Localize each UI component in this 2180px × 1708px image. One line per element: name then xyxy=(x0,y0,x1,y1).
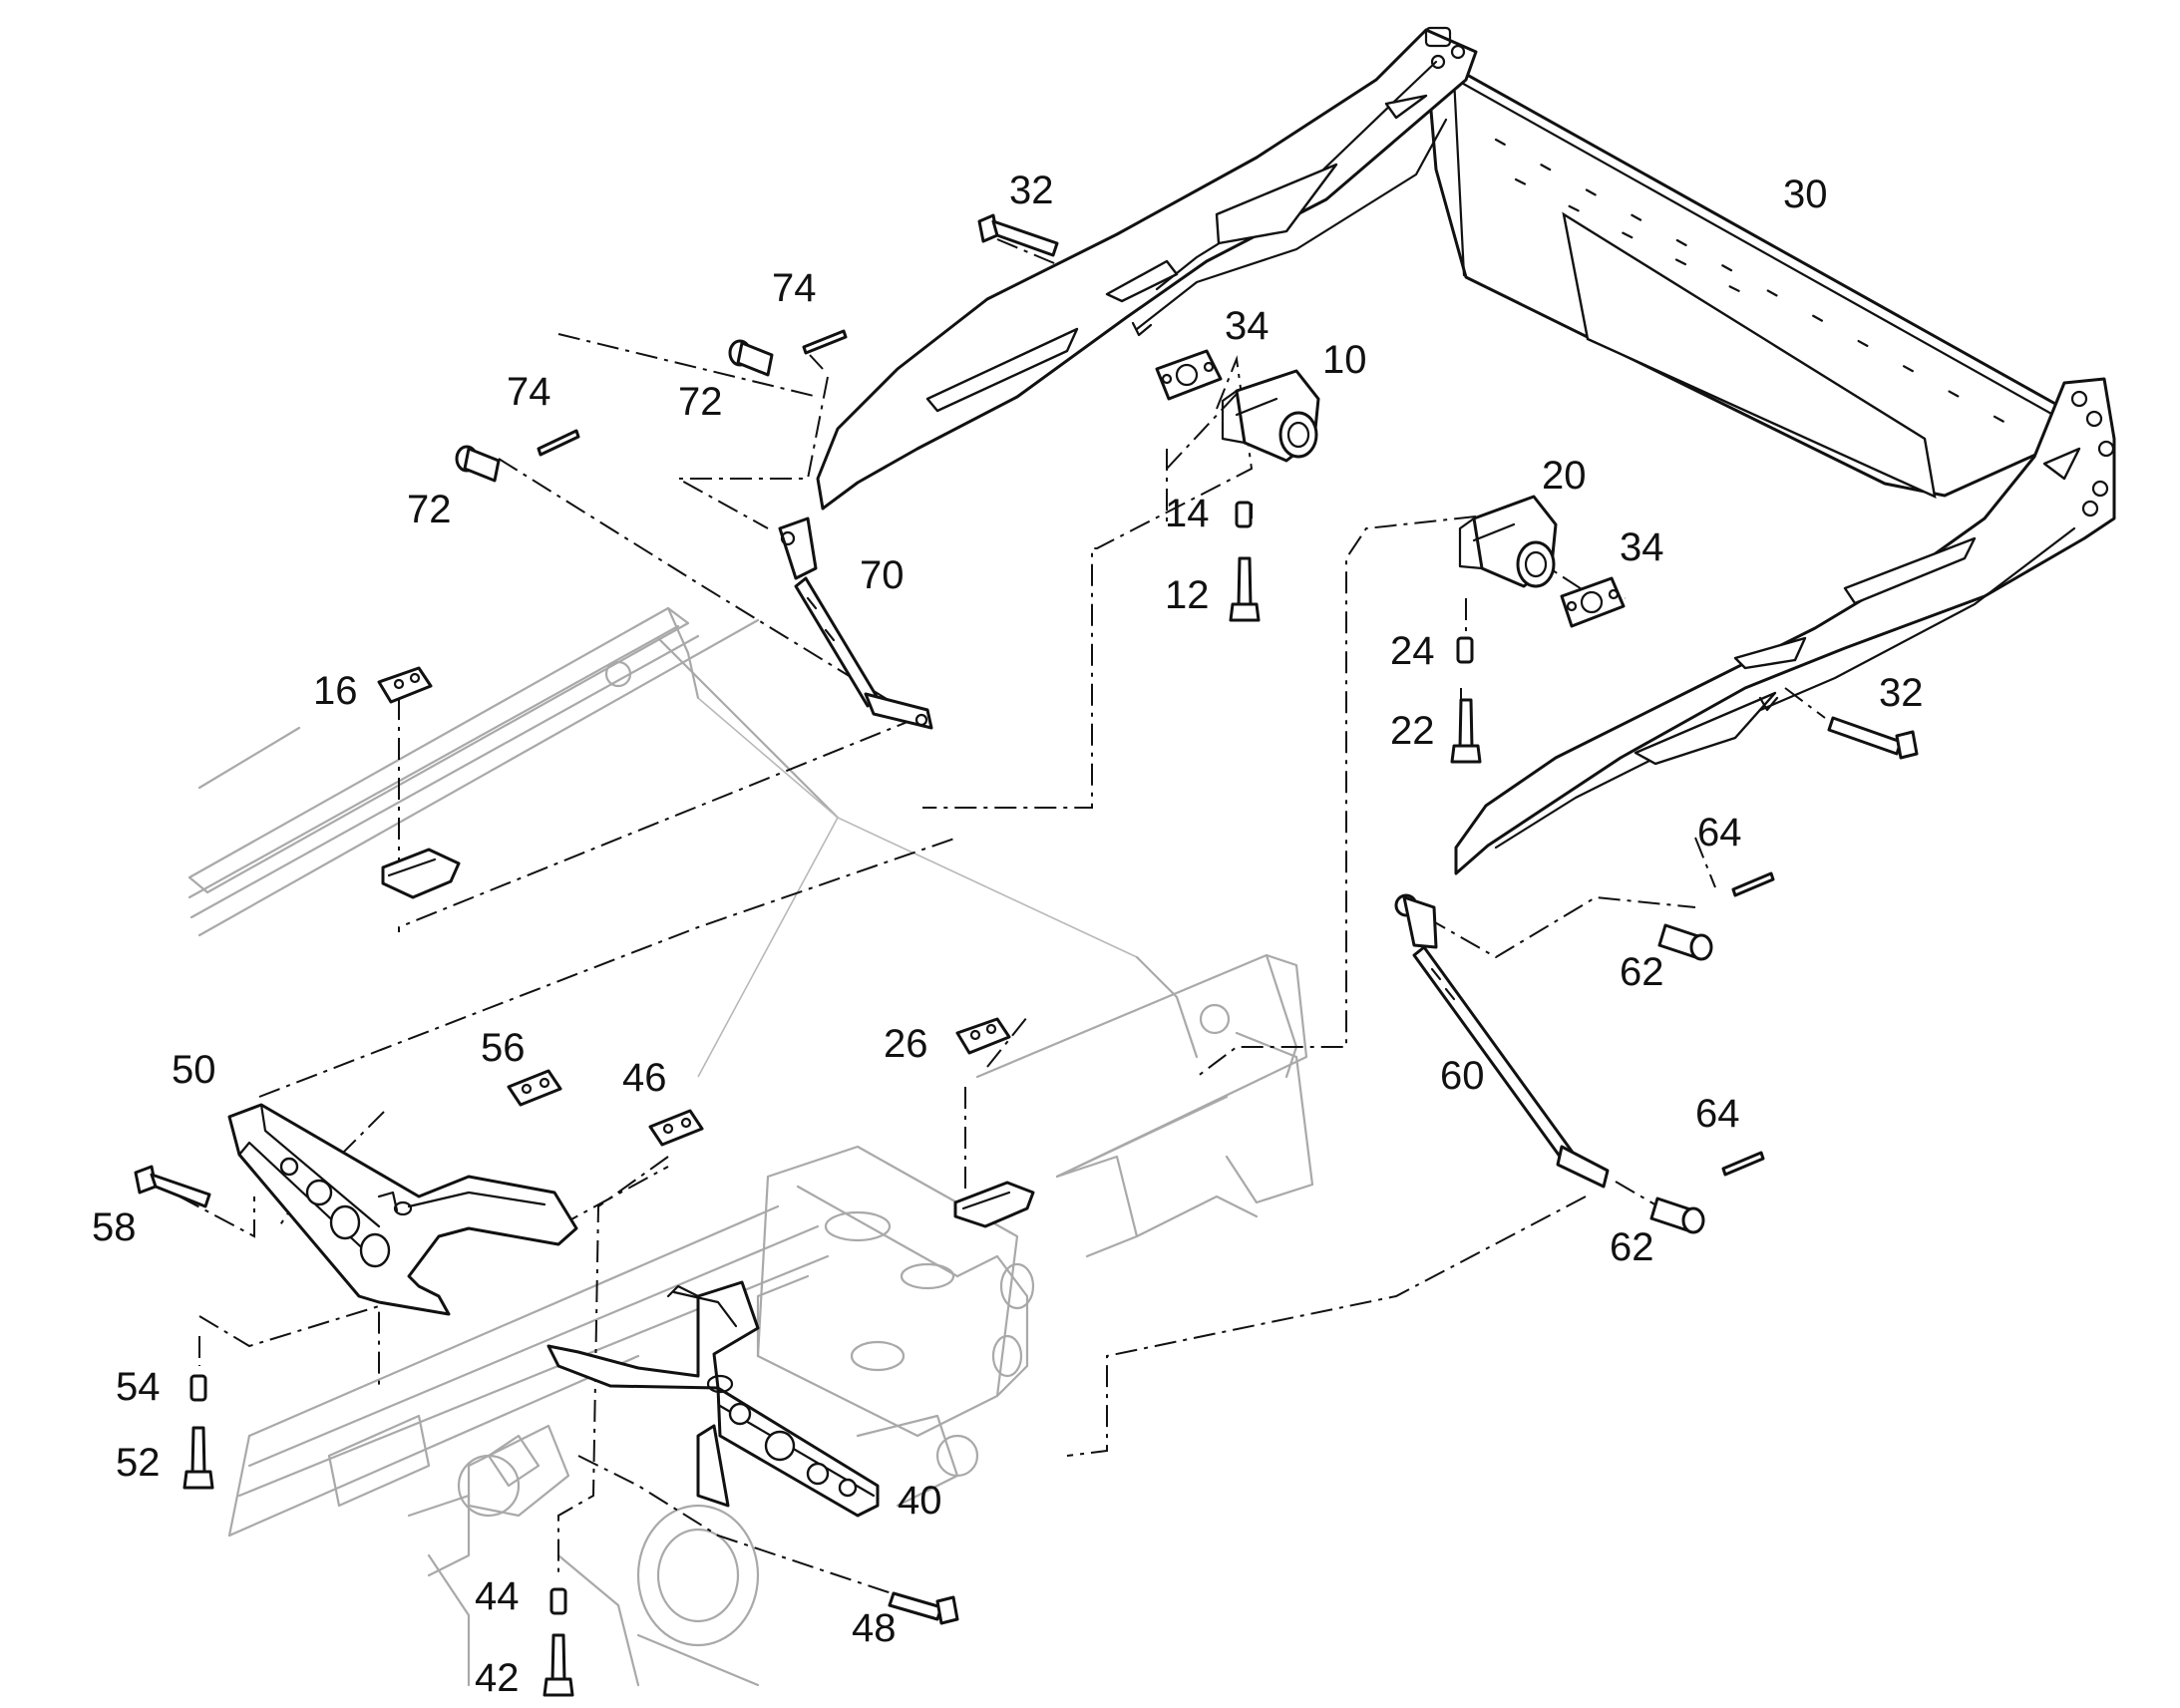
part-58-bolt xyxy=(134,1165,211,1208)
callout-10: 10 xyxy=(1322,338,1367,382)
callout-70: 70 xyxy=(860,553,905,597)
part-56-block xyxy=(507,1069,562,1107)
ghost-chassis xyxy=(187,606,1314,1687)
callout-60: 60 xyxy=(1440,1054,1485,1098)
callout-34: 34 xyxy=(1225,304,1270,348)
part-14-sleeve xyxy=(1235,501,1253,528)
callout-34: 34 xyxy=(1620,525,1664,569)
callout-62: 62 xyxy=(1620,950,1664,994)
callout-50: 50 xyxy=(172,1048,216,1092)
part-48-bolt xyxy=(888,1591,959,1625)
callout-42: 42 xyxy=(475,1656,520,1700)
callout-52: 52 xyxy=(116,1441,161,1485)
part-16-block xyxy=(377,666,433,704)
part-42-bolt xyxy=(543,1633,574,1697)
callout-72: 72 xyxy=(678,380,723,424)
part-34-plate-left xyxy=(1155,349,1223,401)
callout-72: 72 xyxy=(407,488,452,531)
part-32-bolt-left xyxy=(977,213,1059,257)
part-62-pin-lower xyxy=(1649,1196,1705,1234)
part-64-pin-upper xyxy=(1731,871,1775,897)
callout-56: 56 xyxy=(481,1026,526,1070)
clip-bracket-center xyxy=(953,1181,1035,1228)
callout-74: 74 xyxy=(772,266,817,310)
part-32-bolt-right xyxy=(1827,716,1919,760)
part-46-block xyxy=(648,1109,704,1147)
part-72-pin-upper xyxy=(728,339,774,377)
callout-16: 16 xyxy=(313,669,358,713)
callout-48: 48 xyxy=(852,1606,897,1650)
part-62-pin-upper xyxy=(1657,923,1713,961)
part-10-bracket xyxy=(1221,369,1320,463)
callout-26: 26 xyxy=(884,1022,928,1066)
part-30-main-frame xyxy=(816,26,2116,875)
part-54-sleeve xyxy=(189,1374,207,1402)
part-26-block xyxy=(955,1017,1011,1055)
callout-40: 40 xyxy=(898,1479,942,1523)
part-34-plate-right xyxy=(1560,576,1626,628)
callout-58: 58 xyxy=(92,1205,137,1249)
part-74-pin-lower xyxy=(537,429,580,457)
part-20-bracket xyxy=(1458,495,1558,588)
callout-32: 32 xyxy=(1879,671,1924,715)
callout-30: 30 xyxy=(1783,172,1828,216)
part-52-bolt xyxy=(182,1426,214,1490)
callout-64: 64 xyxy=(1695,1092,1740,1136)
callout-44: 44 xyxy=(475,1574,520,1618)
callout-22: 22 xyxy=(1390,709,1435,753)
callout-62: 62 xyxy=(1610,1225,1654,1269)
part-64-pin-lower xyxy=(1721,1151,1765,1177)
part-12-bolt xyxy=(1229,556,1261,622)
callout-12: 12 xyxy=(1165,573,1210,617)
callout-74: 74 xyxy=(507,370,551,414)
part-50-bracket xyxy=(227,1103,578,1316)
callout-54: 54 xyxy=(116,1365,161,1409)
callout-64: 64 xyxy=(1697,811,1742,854)
part-72-pin-lower xyxy=(455,445,501,483)
part-40-bracket xyxy=(546,1280,880,1518)
callout-32: 32 xyxy=(1009,169,1054,212)
part-74-pin-upper xyxy=(802,329,848,355)
callout-24: 24 xyxy=(1390,629,1435,673)
callout-46: 46 xyxy=(622,1056,667,1100)
clip-bracket-left xyxy=(381,848,461,899)
callout-20: 20 xyxy=(1542,454,1587,498)
part-22-bolt xyxy=(1450,698,1482,764)
part-60-strut xyxy=(1394,893,1610,1189)
part-24-sleeve xyxy=(1456,636,1474,664)
part-70-strut xyxy=(778,516,933,730)
callout-14: 14 xyxy=(1165,492,1210,535)
callout-labels: 30 32 32 74 74 72 72 34 34 10 20 14 12 2… xyxy=(92,169,1924,1700)
part-44-sleeve xyxy=(549,1587,567,1615)
